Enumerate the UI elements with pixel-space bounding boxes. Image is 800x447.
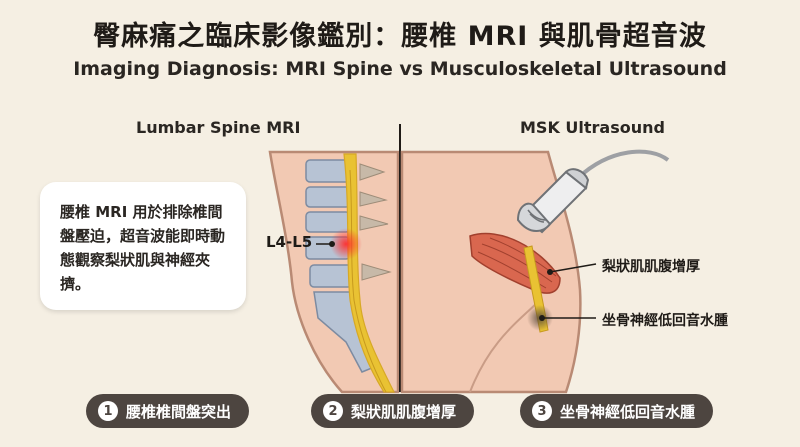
ultrasound-probe [516,149,670,234]
finding-number-badge: 2 [323,401,343,421]
level-leader-dot [329,241,335,247]
sciatic-leader-dot [539,315,545,321]
page-title: 臀麻痛之臨床影像鑑別：腰椎 MRI 與肌骨超音波 [93,21,707,52]
finding-pill-piriformis: 2 梨狀肌肌腹增厚 [311,394,475,428]
piriformis-leader-line [549,263,597,273]
ultrasound-panel-label: MSK Ultrasound [520,118,665,137]
page-subtitle: Imaging Diagnosis: MRI Spine vs Musculos… [73,58,727,80]
piriformis-leader-dot [547,269,553,275]
sciatic-callout: 坐骨神經低回音水腫 [602,313,728,329]
piriformis-callout: 梨狀肌肌腹增厚 [602,259,700,275]
spinal-level-callout: L4-L5 [266,233,313,251]
finding-label: 梨狀肌肌腹增厚 [351,402,457,421]
finding-label: 腰椎椎間盤突出 [126,402,232,421]
note-card: 腰椎 MRI 用於排除椎間盤壓迫，超音波能即時動態觀察梨狀肌與神經夾擠。 [40,182,246,310]
finding-label: 坐骨神經低回音水腫 [560,402,696,421]
note-text: 腰椎 MRI 用於排除椎間盤壓迫，超音波能即時動態觀察梨狀肌與神經夾擠。 [60,203,226,293]
finding-number-badge: 3 [532,401,552,421]
spinous-processes [359,163,392,281]
finding-number-badge: 1 [98,401,118,421]
finding-pill-sciatic-edema: 3 坐骨神經低回音水腫 [520,394,714,428]
disc-herniation-highlight [330,228,362,260]
finding-pill-disc-herniation: 1 腰椎椎間盤突出 [86,394,250,428]
mri-panel-label: Lumbar Spine MRI [136,118,301,137]
